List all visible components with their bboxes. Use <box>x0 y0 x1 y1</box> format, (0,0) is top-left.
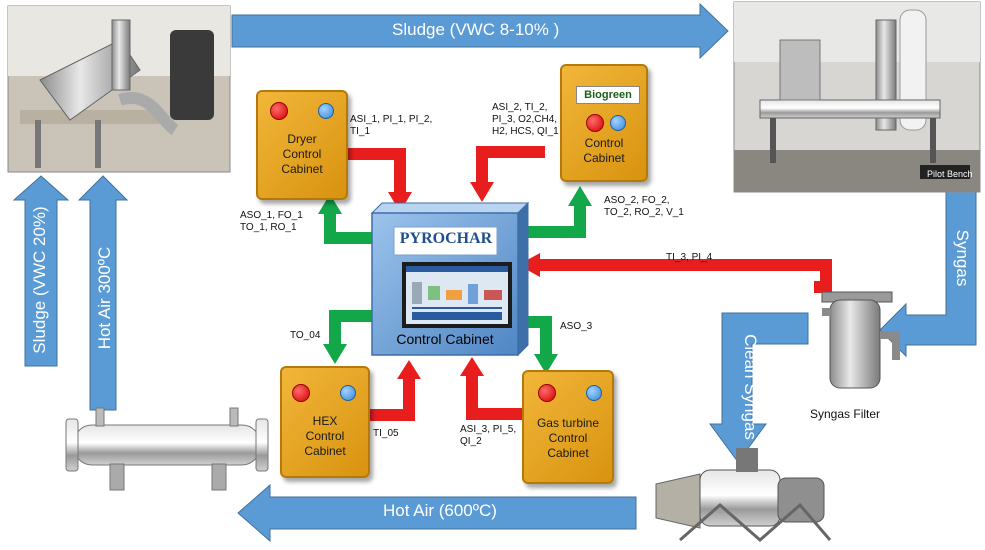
main-control-cabinet <box>370 201 530 357</box>
red-arrow-dryer <box>348 148 406 196</box>
green-arrow-hex <box>329 310 372 346</box>
blue-indicator-icon <box>318 103 334 119</box>
bottom-arrow-label: Hot Air (600ºC) <box>383 501 497 520</box>
left-sludge-arrow <box>12 175 70 367</box>
biogreen-control-cabinet: Biogreen Control Cabinet <box>560 64 648 182</box>
filter-input-signals: TI_3, PI_4 <box>666 252 713 263</box>
red-indicator-icon <box>538 384 556 402</box>
gas-turbine-illustration <box>654 448 834 542</box>
pilot-bench-photo <box>733 1 981 193</box>
hex-output-signals: TO_04 <box>290 330 321 341</box>
hot-air-300-label: Hot Air 300ºC <box>95 246 114 350</box>
clean-syngas-arrow <box>709 312 809 463</box>
red-indicator-icon <box>586 114 604 132</box>
dryer-input-signals: ASI_1, PI_1, PI_2, TI_1 <box>350 114 433 137</box>
dryer-cabinet-label: Dryer Control Cabinet <box>281 132 323 176</box>
gas-turbine-cabinet-label: Gas turbine Control Cabinet <box>536 416 600 460</box>
left-hot-air-arrow <box>77 175 129 411</box>
green-arrow-biogreen <box>516 204 586 238</box>
biogreen-cabinet-label: Control Cabinet <box>583 136 625 165</box>
biogreen-output-signals: ASO_2, FO_2, TO_2, RO_2, V_1 <box>604 195 684 218</box>
dryer-output-signals: ASO_1, FO_1 TO_1, RO_1 <box>240 210 303 233</box>
red-arrow-hex <box>367 375 415 421</box>
red-arrow-turbine <box>466 372 524 420</box>
dryer-photo <box>7 5 231 173</box>
blue-indicator-icon <box>586 385 602 401</box>
blue-indicator-icon <box>340 385 356 401</box>
green-arrow-dryer <box>324 212 372 244</box>
biogreen-input-signals: ASI_2, TI_2, PI_3, O2,CH4, H2, HCS, QI_1 <box>492 102 559 137</box>
red-indicator-icon <box>292 384 310 402</box>
turbine-input-signals: ASI_3, PI_5, QI_2 <box>460 424 517 447</box>
hex-cabinet-label: HEX Control Cabinet <box>304 414 346 458</box>
gas-turbine-control-cabinet: Gas turbine Control Cabinet <box>522 370 614 484</box>
main-cabinet-label: Control Cabinet <box>396 331 494 347</box>
red-arrow-biogreen <box>476 146 545 186</box>
heat-exchanger-illustration <box>65 407 269 491</box>
sludge-20-label: Sludge (VWC 20%) <box>30 206 49 354</box>
blue-indicator-icon <box>610 115 626 131</box>
syngas-label: Syngas <box>953 229 972 287</box>
top-arrow-label: Sludge (VWC 8-10% ) <box>392 20 560 39</box>
clean-syngas-label: Clean Syngas <box>741 334 760 440</box>
top-blue-arrow <box>231 2 729 60</box>
bottom-blue-arrow <box>237 483 637 543</box>
syngas-filter-illustration <box>821 291 900 389</box>
biogreen-logo: Biogreen <box>576 86 640 104</box>
syngas-filter-caption: Syngas Filter <box>810 407 881 421</box>
hex-control-cabinet: HEX Control Cabinet <box>280 366 370 478</box>
hex-input-signals: TI_05 <box>373 428 399 439</box>
dryer-control-cabinet: Dryer Control Cabinet <box>256 90 348 200</box>
pyrochar-logo: PYROCHAR <box>399 230 493 247</box>
red-arrow-filter <box>536 259 832 293</box>
red-indicator-icon <box>270 102 288 120</box>
pilot-bench-caption: Pilot Bench <box>927 169 973 179</box>
turbine-output-signals: ASO_3 <box>560 321 593 332</box>
